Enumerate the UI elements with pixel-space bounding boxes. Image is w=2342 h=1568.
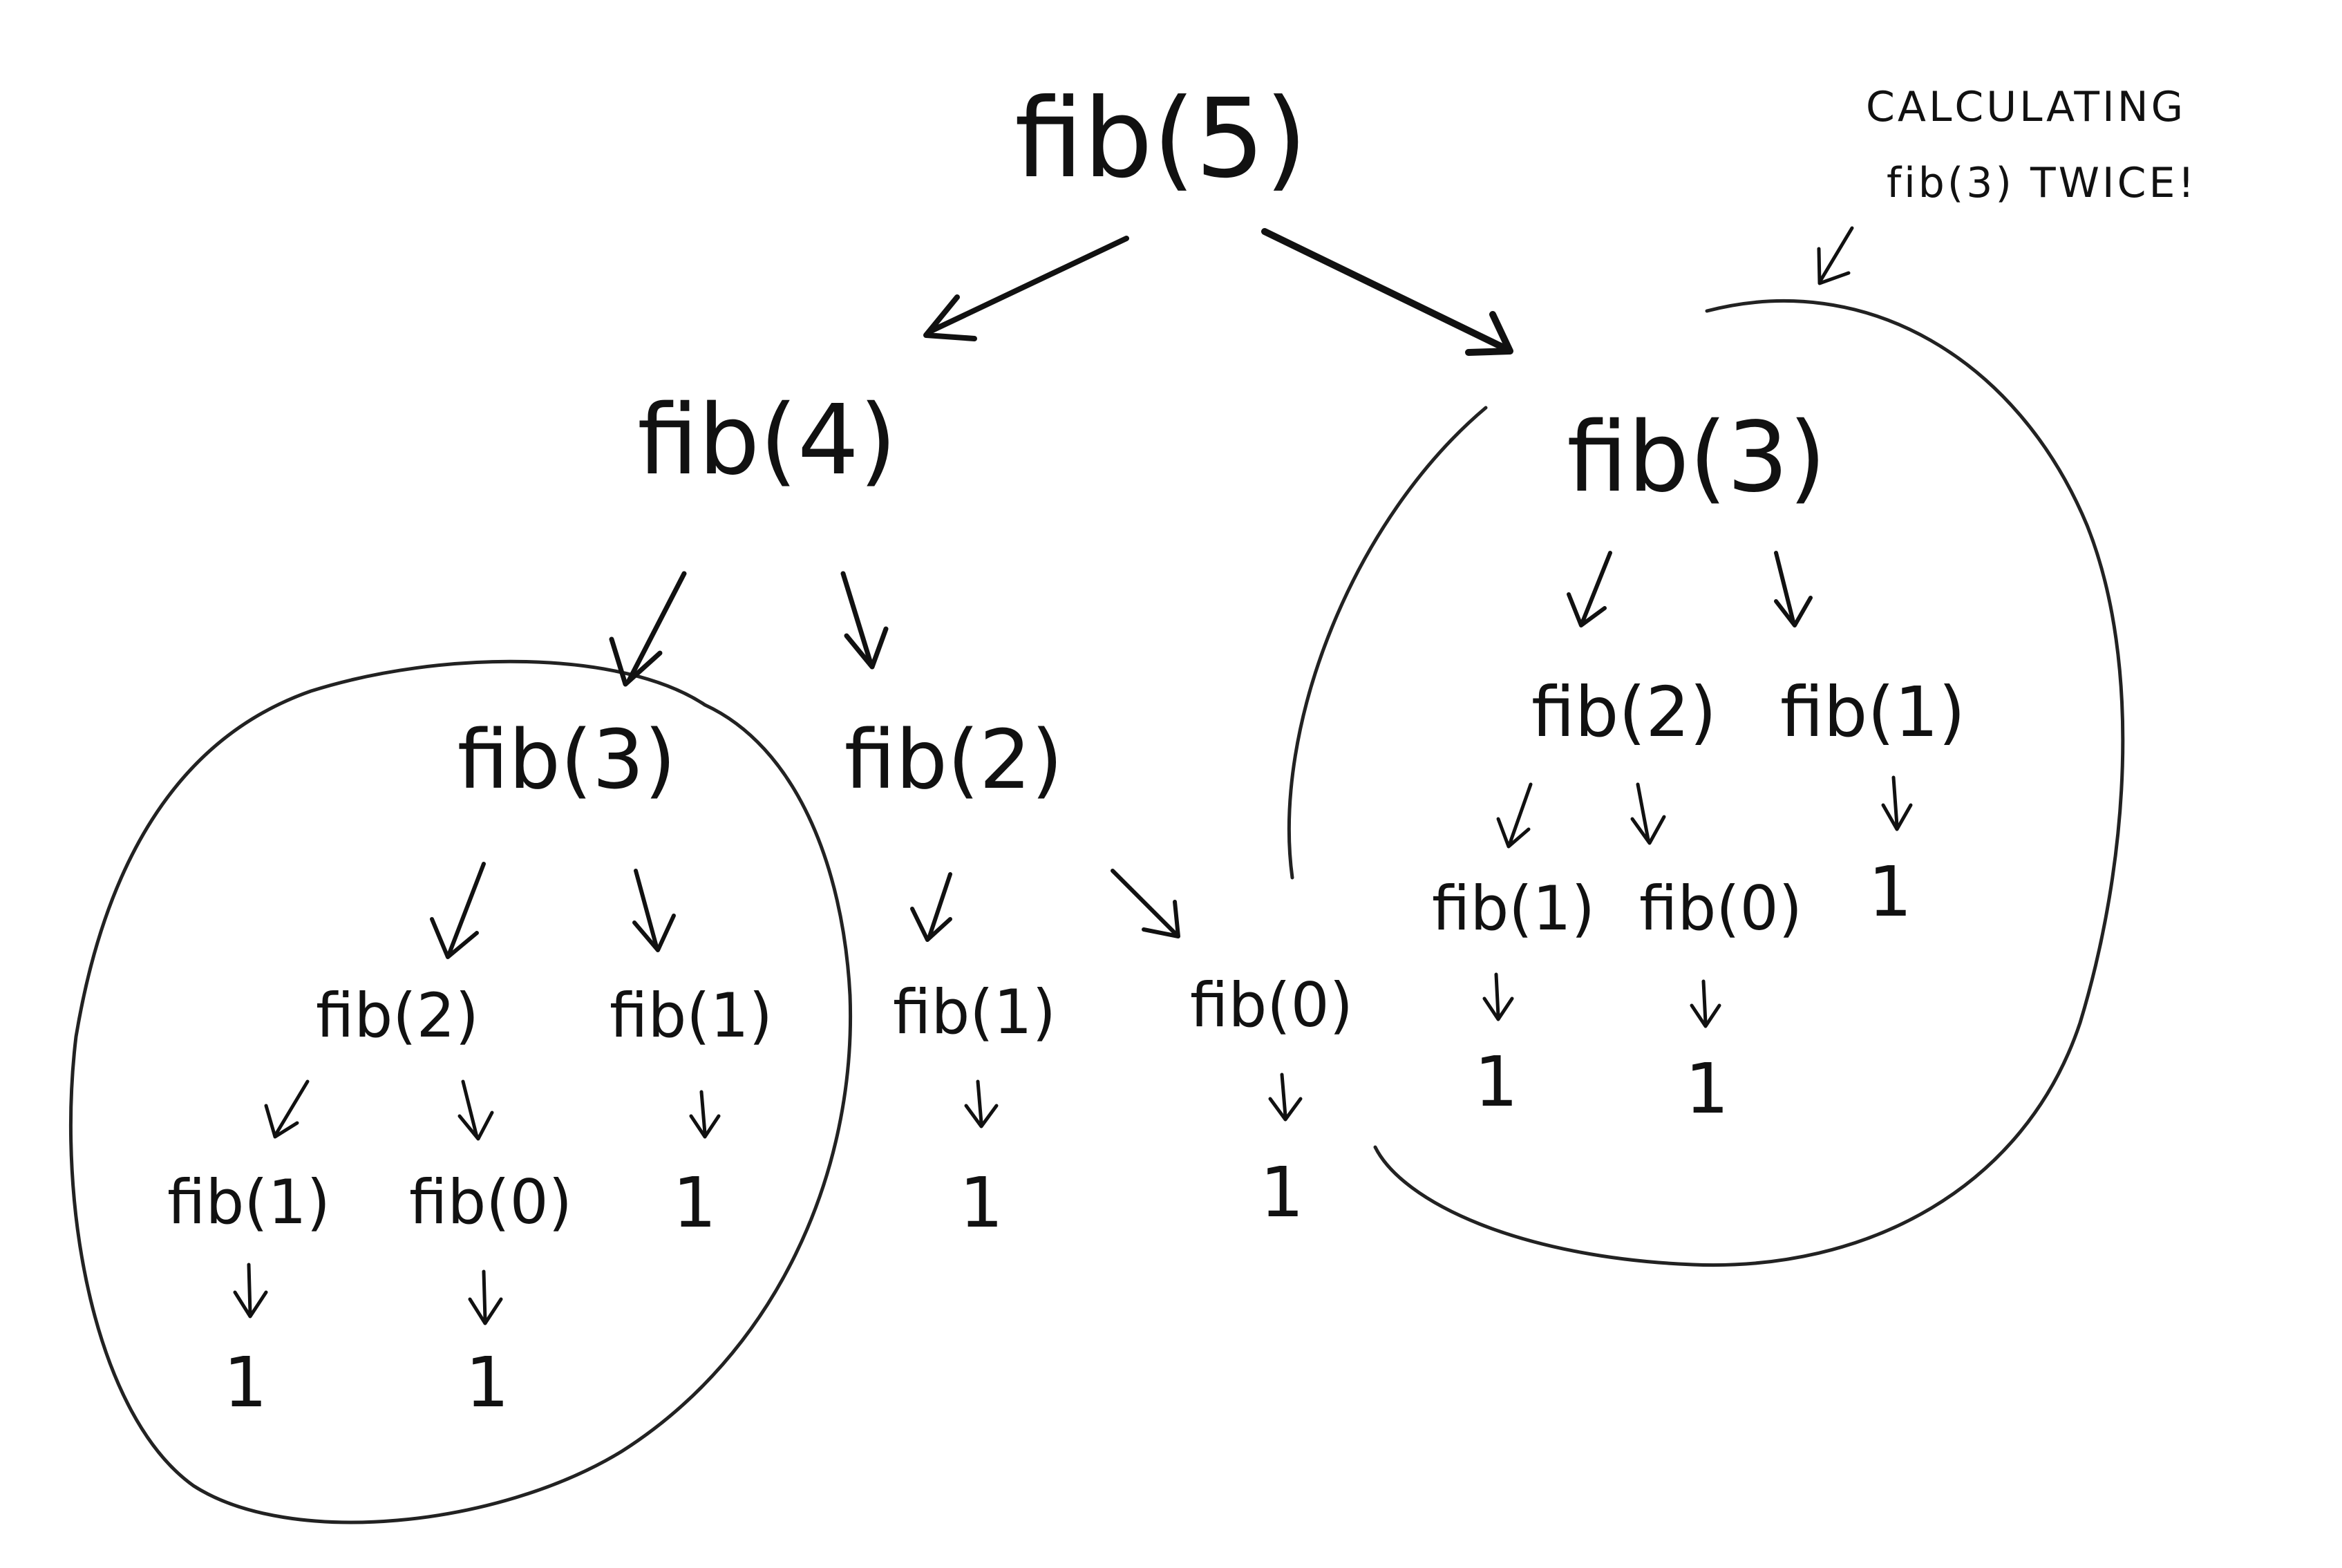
arrow-r-to-rr <box>1774 551 1813 627</box>
value-llr: 1 <box>672 1162 717 1243</box>
node-fib2-right: fib(2) <box>1531 672 1717 753</box>
arrow-root-to-r <box>1261 228 1513 356</box>
arrow-lll-to-llll <box>264 1079 310 1139</box>
value-rlr: 1 <box>1685 1048 1729 1129</box>
arrow-lll-to-lllr <box>457 1079 494 1141</box>
node-fib3-left: fib(3) <box>457 712 676 807</box>
value-lllr: 1 <box>465 1342 509 1423</box>
node-fib0-leaf-right: fib(0) <box>1639 873 1802 944</box>
arrow-rr-to-val <box>1881 775 1913 831</box>
arrow-ll-to-lll <box>430 862 486 959</box>
duplicate-subtree-circle-right <box>1287 299 2125 1267</box>
arrow-root-to-l <box>923 236 1129 341</box>
node-fib1-middle: fib(1) <box>893 976 1056 1048</box>
arrow-note-pointer <box>1817 226 1854 285</box>
arrow-l-to-ll <box>609 571 687 687</box>
arrow-rlr-to-val <box>1690 979 1721 1028</box>
node-fib2-middle: fib(2) <box>844 712 1063 807</box>
duplicate-subtree-circle-left <box>68 659 853 1524</box>
node-fib2-left: fib(2) <box>316 980 479 1051</box>
node-fib1-right: fib(1) <box>1780 672 1965 753</box>
arrow-llll-to-val <box>233 1263 268 1319</box>
arrow-rl-to-rll <box>1496 782 1533 849</box>
node-fib1-left: fib(1) <box>610 980 773 1051</box>
arrow-lr-to-lrl <box>910 872 952 942</box>
arrow-lrl-to-val <box>964 1079 999 1128</box>
value-lrr: 1 <box>1260 1152 1304 1233</box>
arrow-llr-to-val <box>689 1090 721 1139</box>
node-fib3-right: fib(3) <box>1567 402 1826 514</box>
node-fib1-leaf-left: fib(1) <box>167 1166 330 1238</box>
annotation-note: CALCULATING fib(3) TWICE! <box>1866 83 2197 207</box>
node-fib0-middle: fib(0) <box>1190 970 1353 1041</box>
value-llll: 1 <box>223 1342 267 1423</box>
value-lrl: 1 <box>959 1162 1003 1243</box>
arrow-rll-to-val <box>1482 972 1514 1021</box>
arrow-lr-to-lrr <box>1111 869 1180 938</box>
arrow-rl-to-rlr <box>1630 782 1666 845</box>
value-rll: 1 <box>1474 1041 1518 1122</box>
value-rr: 1 <box>1868 851 1912 932</box>
node-fib1-leaf-right: fib(1) <box>1432 873 1595 944</box>
arrow-lrr-to-val <box>1268 1073 1303 1122</box>
arrow-l-to-lr <box>840 571 889 670</box>
arrow-ll-to-llr <box>632 869 676 952</box>
node-fib0-leaf-left: fib(0) <box>409 1166 572 1238</box>
call-tree-nodes: fib(5) fib(4) fib(3) fib(3) fib(2) fib(2… <box>167 75 1965 1238</box>
arrow-lllr-to-val <box>468 1269 503 1325</box>
node-fib5: fib(5) <box>1014 75 1307 202</box>
note-line-1: CALCULATING <box>1866 83 2186 131</box>
arrow-r-to-rl <box>1567 551 1612 627</box>
return-values: 1 1 1 1 1 1 1 1 <box>223 851 1912 1423</box>
note-line-2: fib(3) TWICE! <box>1887 159 2197 207</box>
node-fib4: fib(4) <box>637 384 896 497</box>
